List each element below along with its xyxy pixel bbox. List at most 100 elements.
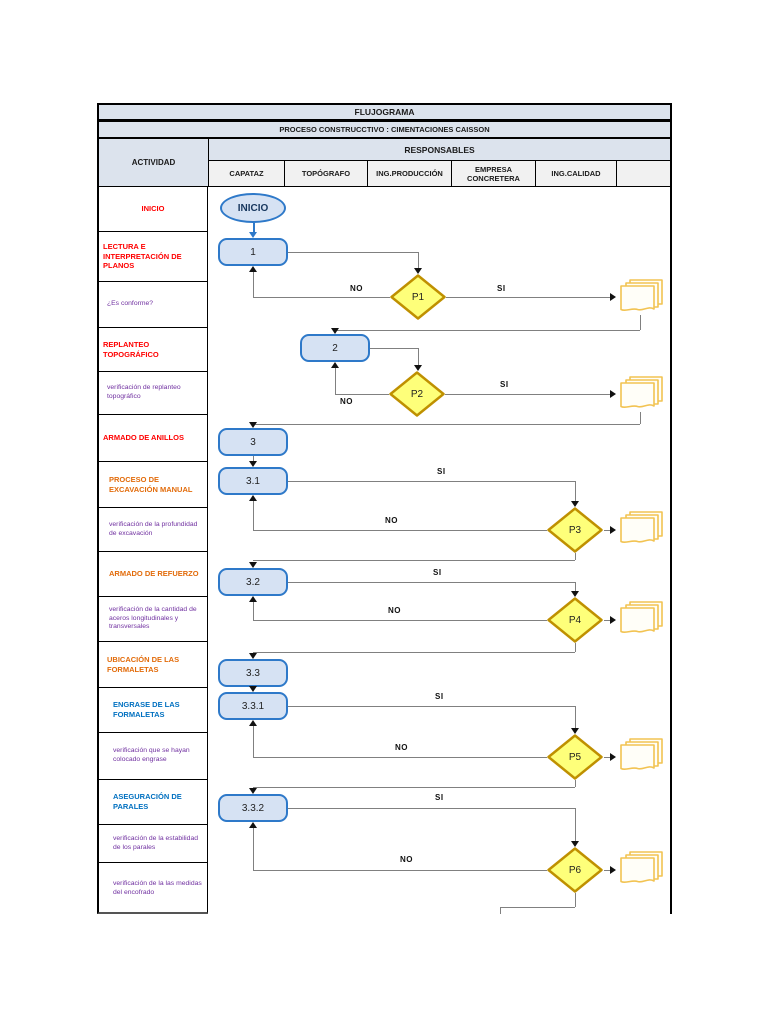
arrowhead [610,293,616,301]
connector-line [253,560,575,561]
connector-line [446,297,612,298]
start-node: INICIO [220,193,286,223]
arrowhead [414,268,422,274]
connector-line [253,424,640,425]
connector-line [288,582,575,583]
process-box-label: 3.3.1 [241,700,265,712]
connector-line [575,780,576,787]
process-box-2: 2 [300,334,370,362]
process-box-3: 3 [218,428,288,456]
connector-line [418,252,419,269]
connector-line [604,870,612,871]
arrowhead [249,266,257,272]
decision-label: P6 [568,864,582,876]
connector-line [253,530,547,531]
process-box-1: 1 [218,238,288,266]
process-box-label: 3.3 [246,667,260,679]
column-header-capataz: CAPATAZ [208,160,285,188]
activity-verificacion-engrase: verificación que se hayan colocado engra… [99,733,207,780]
connector-line [575,643,576,652]
connector-line [604,757,612,758]
activity-verificacion-aceros: verificación de la cantidad de aceros lo… [99,597,207,642]
activity-armado-refuerzo: ARMADO DE REFUERZO [99,552,207,597]
arrowhead [571,841,579,847]
connector-line [575,808,576,842]
activity-verificacion-medidas: verificación de la las medidas del encof… [113,879,202,896]
activity-verificacion-profundidad: verificación de la profundidad de excava… [99,508,207,552]
connector-line [253,725,254,757]
activity-es-conforme: ¿Es conforme? [99,282,207,328]
decision-label: P1 [411,291,425,303]
arrowhead [249,686,257,692]
activity-column-header: ACTIVIDAD [97,138,209,188]
activity-verificacion-estabilidad: verificación de la estabilidad de los pa… [99,825,207,863]
arrowhead [249,822,257,828]
arrowhead [610,616,616,624]
connector-line [604,530,612,531]
decision-label: P4 [568,614,582,626]
arrowhead [610,526,616,534]
document-stack-icon [618,601,664,639]
activity-aseguracion-parales: ASEGURACIÓN DE PARALES [99,780,207,825]
edge-label-no: NO [350,284,363,293]
edge-label-no: NO [340,397,353,406]
arrowhead [249,788,257,794]
decision-p3: P3 [547,507,603,553]
arrowhead [571,728,579,734]
connector-line [253,601,254,620]
connector-line [335,330,640,331]
process-box-3-2: 3.2 [218,568,288,596]
activity-proceso-excavacion: PROCESO DE EXCAVACIÓN MANUAL [99,462,207,508]
arrowhead [571,591,579,597]
connector-line [418,348,419,366]
page-title: FLUJOGRAMA [97,103,672,121]
connector-line [253,297,390,298]
decision-p1: P1 [390,274,446,320]
connector-line [445,394,612,395]
document-stack-icon [618,279,664,317]
connector-line [575,706,576,729]
connector-line [604,620,612,621]
connector-line [640,412,641,424]
activity-armado-anillos: ARMADO DE ANILLOS [99,415,207,462]
connector-line [500,907,501,914]
decision-p5: P5 [547,734,603,780]
process-box-label: 3 [250,436,256,448]
connector-line [253,652,575,653]
connector-line [253,223,255,233]
arrowhead [610,866,616,874]
decision-p4: P4 [547,597,603,643]
connector-line [288,706,575,707]
connector-line [575,893,576,907]
arrowhead [610,753,616,761]
connector-line [335,394,389,395]
connector-line [575,553,576,560]
connector-line [288,808,575,809]
edge-label-si: SI [437,467,446,476]
column-header-ing-calidad: ING.CALIDAD [535,160,617,188]
start-node-label: INICIO [237,202,269,214]
column-header-empty [616,160,672,188]
process-box-label: 3.3.2 [241,802,265,814]
activity-engrase-formaletas: ENGRASE DE LAS FORMALETAS [99,688,207,733]
decision-label: P5 [568,751,582,763]
edge-label-si: SI [435,692,444,701]
process-box-label: 2 [332,342,338,354]
arrowhead [249,720,257,726]
document-stack-icon [618,376,664,414]
connector-line [640,315,641,330]
activity-column: INICIO LECTURA E INTERPRETACIÓN DE PLANO… [97,187,209,914]
edge-label-si: SI [435,793,444,802]
arrowhead [414,365,422,371]
activity-ubicacion-formaletas: UBICACIÓN DE LAS FORMALETAS [99,642,207,688]
arrowhead [610,390,616,398]
document-stack-icon [618,738,664,776]
connector-line [253,271,254,298]
process-box-3-3-1: 3.3.1 [218,692,288,720]
connector-line [288,252,418,253]
activity-lectura-planos: LECTURA E INTERPRETACIÓN DE PLANOS [99,232,207,282]
document-stack-icon [618,511,664,549]
arrowhead [249,232,257,238]
process-box-3-3-2: 3.3.2 [218,794,288,822]
